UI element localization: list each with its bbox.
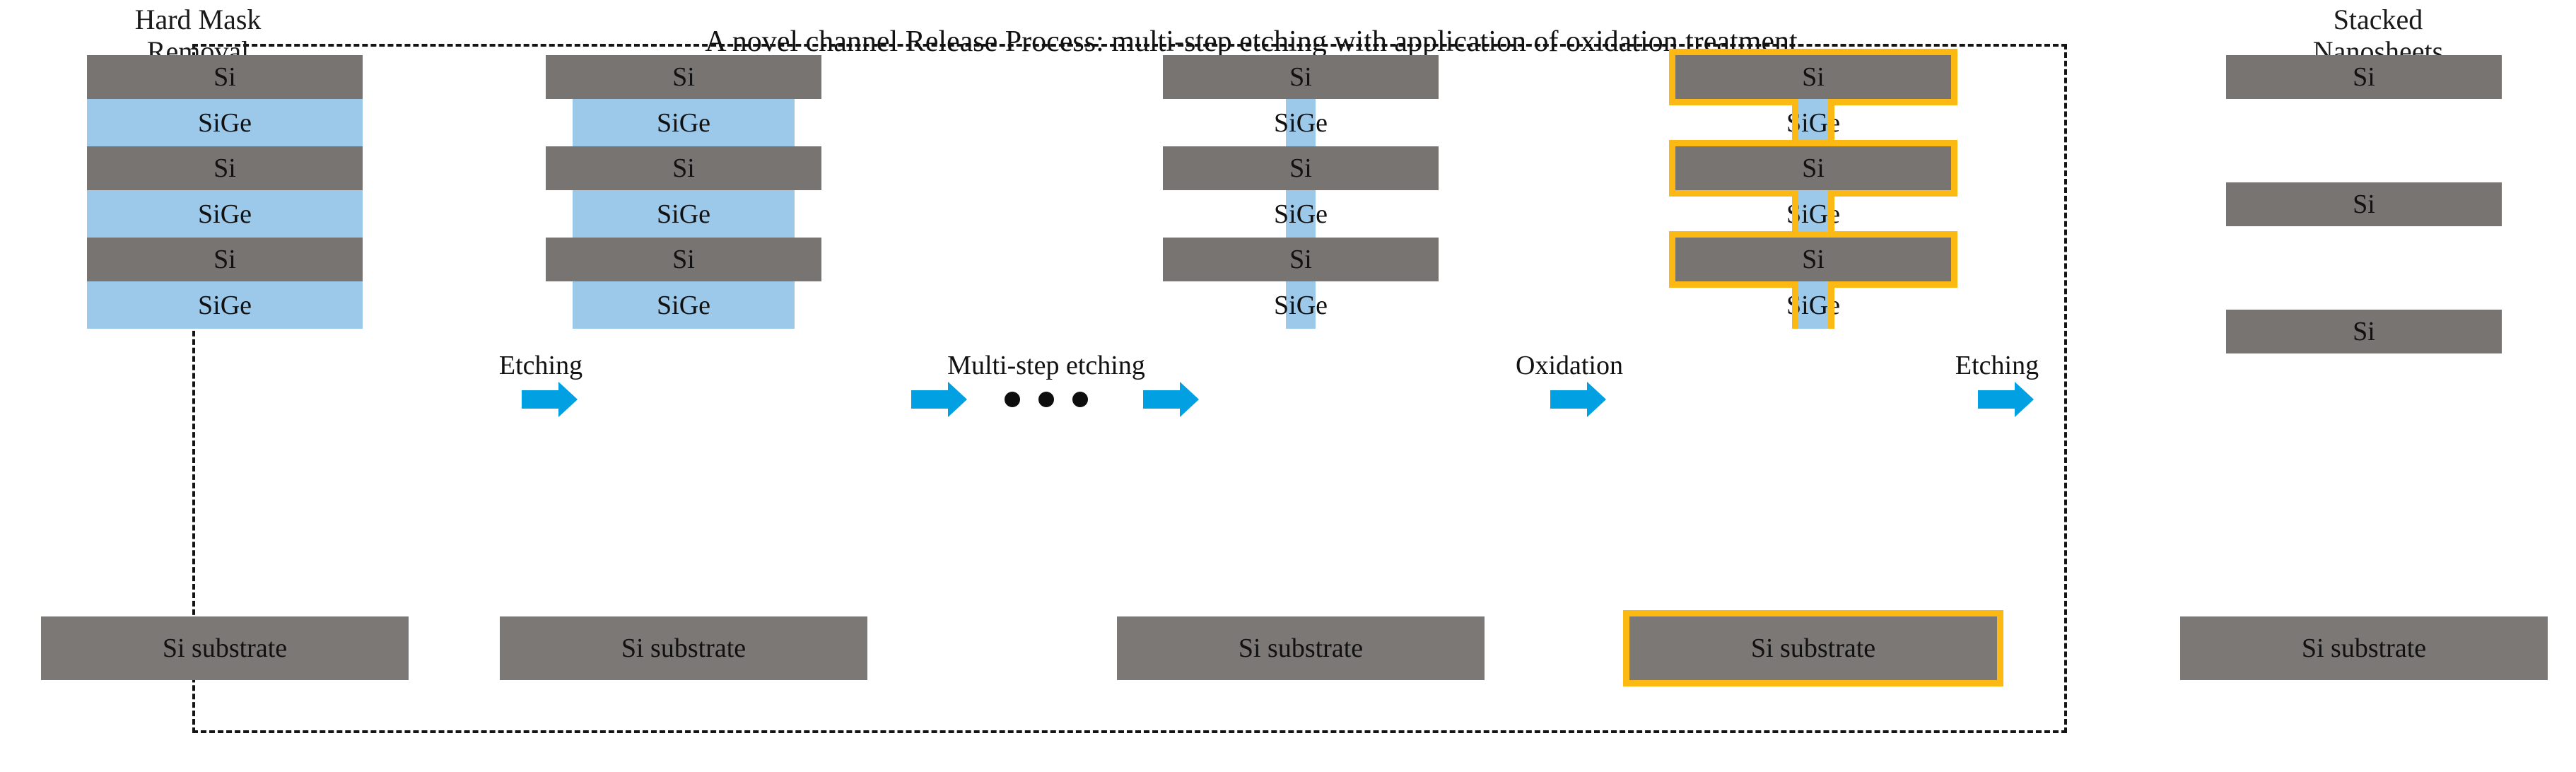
- oxide-edge-right: [1828, 190, 1834, 238]
- layer-substrate: Si substrate: [1629, 616, 1997, 680]
- arrow-right-icon: [1978, 390, 2016, 409]
- process-step-oxidation: Oxidation: [1470, 352, 1668, 409]
- process-step-label: Etching: [498, 351, 583, 380]
- layer-sige-pillar: [1798, 99, 1828, 146]
- layer-si: Si: [2226, 182, 2502, 226]
- layer-si: Si: [546, 238, 821, 281]
- layer-sige-pillar: [1286, 281, 1316, 329]
- process-step-etching-2: Etching: [1909, 352, 2085, 409]
- layer-si: Si: [2226, 55, 2502, 99]
- process-step-label: Etching: [1955, 351, 2039, 380]
- oxide-edge-left: [1792, 281, 1798, 329]
- process-step-arrows: [1909, 390, 2085, 409]
- ellipsis-dots: [1005, 392, 1088, 407]
- layer-sige: SiGe: [87, 99, 363, 146]
- layer-si: Si: [87, 55, 363, 99]
- arrow-right-icon: [1550, 390, 1588, 409]
- layer-si: Si: [546, 55, 821, 99]
- arrow-right-icon: [1143, 390, 1181, 409]
- novel-process-region: [192, 44, 2067, 733]
- oxide-outline-substrate: [1623, 610, 2003, 686]
- process-step-multi-step-etching: Multi-step etching: [884, 352, 1209, 409]
- layer-sige-pillar: [1286, 190, 1316, 238]
- layer-sige: SiGe: [573, 99, 795, 146]
- layer-substrate: Si substrate: [500, 616, 867, 680]
- layer-si: Si: [1163, 146, 1439, 190]
- process-step-arrows: [1470, 390, 1668, 409]
- layer-sige-pillar: [1798, 281, 1828, 329]
- layer-si: Si: [87, 146, 363, 190]
- layer-si: Si: [1163, 238, 1439, 281]
- oxide-edge-left: [1792, 99, 1798, 146]
- dot-icon: [1072, 392, 1088, 407]
- layer-si: Si: [546, 146, 821, 190]
- page-title: A novel channel Release Process: multi-s…: [705, 25, 1798, 58]
- layer-sige: SiGe: [573, 281, 795, 329]
- layer-si: Si: [1675, 238, 1951, 281]
- layer-sige: SiGe: [573, 190, 795, 238]
- dot-icon: [1005, 392, 1020, 407]
- layer-sige: SiGe: [87, 281, 363, 329]
- process-step-label: Multi-step etching: [947, 351, 1145, 380]
- dot-icon: [1038, 392, 1054, 407]
- oxide-edge-left: [1792, 190, 1798, 238]
- process-step-arrows: [884, 390, 1209, 409]
- arrow-right-icon: [522, 390, 560, 409]
- process-step-label: Oxidation: [1516, 351, 1623, 380]
- layer-sige: SiGe: [87, 190, 363, 238]
- process-step-etching-1: Etching: [452, 352, 629, 409]
- oxide-edge-right: [1828, 281, 1834, 329]
- process-step-arrows: [452, 390, 629, 409]
- layer-substrate: Si substrate: [2180, 616, 2548, 680]
- layer-substrate: Si substrate: [41, 616, 409, 680]
- layer-si: Si: [2226, 310, 2502, 353]
- layer-substrate: Si substrate: [1117, 616, 1485, 680]
- layer-si: Si: [87, 238, 363, 281]
- layer-si: Si: [1163, 55, 1439, 99]
- oxide-edge-right: [1828, 99, 1834, 146]
- layer-si: Si: [1675, 55, 1951, 99]
- arrow-right-icon: [911, 390, 949, 409]
- layer-sige-pillar: [1798, 190, 1828, 238]
- layer-si: Si: [1675, 146, 1951, 190]
- layer-sige-pillar: [1286, 99, 1316, 146]
